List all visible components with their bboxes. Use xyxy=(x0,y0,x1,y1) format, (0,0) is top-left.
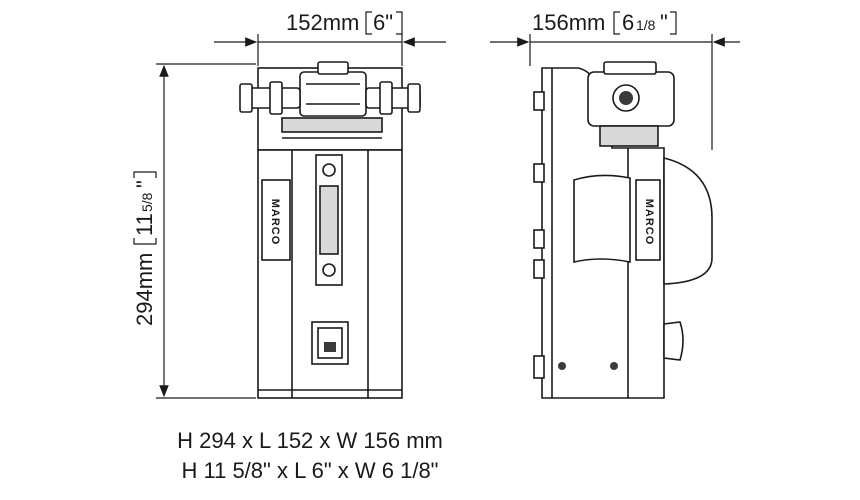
side-view xyxy=(533,61,713,399)
height-imperial-fraction: 5/8 xyxy=(139,192,155,212)
side-brand-logo: MARCO xyxy=(643,199,655,246)
side-motor-cover xyxy=(663,156,713,285)
side-shield xyxy=(573,174,631,264)
length-label: 152mm 6" xyxy=(286,10,403,35)
width-imperial-whole: 6 xyxy=(622,10,634,35)
width-label: 156mm 6 1/8 " xyxy=(532,10,677,35)
front-brand-logo: MARCO xyxy=(269,199,281,246)
front-pump-head xyxy=(299,71,367,117)
width-imperial-fraction: 1/8 xyxy=(636,17,656,33)
side-power-switch xyxy=(663,321,684,361)
caption-imperial: H 11 5/8" x L 6" x W 6 1/8" xyxy=(181,458,439,483)
width-metric: 156mm xyxy=(532,10,605,35)
length-imperial: 6" xyxy=(373,10,393,35)
front-pump-cap xyxy=(317,61,349,75)
height-metric: 294mm xyxy=(132,253,157,326)
side-logo-plate xyxy=(635,179,661,261)
height-imperial-whole: 11 xyxy=(132,213,157,236)
height-imperial-mark: " xyxy=(132,180,157,188)
width-imperial-mark: " xyxy=(660,10,668,35)
front-view xyxy=(239,61,421,399)
caption-metric: H 294 x L 152 x W 156 mm xyxy=(177,428,443,453)
height-label: 294mm 11 5/8 " xyxy=(132,171,157,326)
length-metric: 152mm xyxy=(286,10,359,35)
front-logo-plate xyxy=(261,179,291,261)
